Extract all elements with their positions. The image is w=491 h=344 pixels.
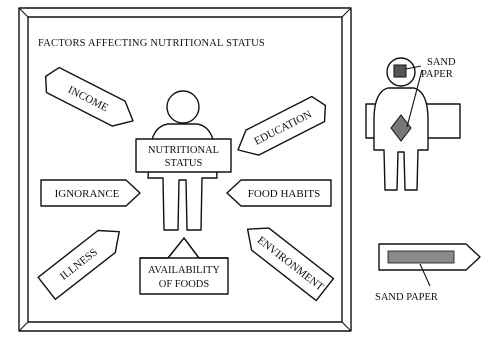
food-habits-label: FOOD HABITS (248, 188, 320, 200)
availability-label-line2: OF FOODS (159, 279, 210, 290)
availability-label-line1: AVAILABILITY (148, 265, 220, 276)
sandpaper-strip-label: SAND PAPER (375, 292, 438, 303)
food-habits-arrow: FOOD HABITS (226, 179, 332, 207)
nutritional-status-box: NUTRITIONAL STATUS (135, 138, 232, 173)
side-figure (365, 57, 461, 191)
board-title: FACTORS AFFECTING NUTRITIONAL STATUS (38, 38, 265, 49)
availability-shape: AVAILABILITY OF FOODS (139, 236, 229, 295)
side-figure-label-line2: PAPER (421, 69, 453, 80)
center-label-line2: STATUS (165, 158, 203, 169)
ignorance-label: IGNORANCE (55, 188, 120, 200)
ignorance-arrow: IGNORANCE (40, 179, 141, 207)
sandpaper-strip-arrow (378, 243, 481, 287)
center-label-line1: NUTRITIONAL (148, 145, 219, 156)
side-figure-label-line1: SAND (427, 57, 456, 68)
